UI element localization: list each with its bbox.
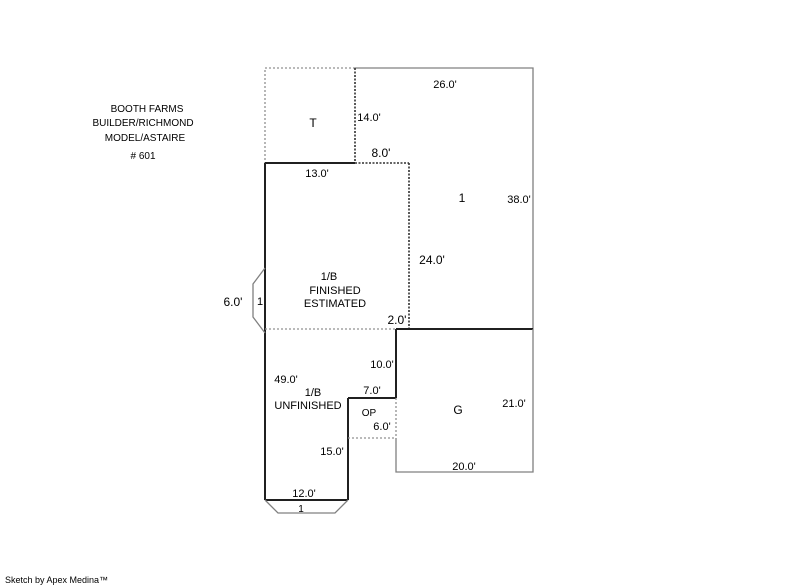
area-label-unfinished: UNFINISHED xyxy=(274,400,341,412)
area-label-finished: 1/B xyxy=(321,271,338,283)
dimension-label: 7.0' xyxy=(363,385,380,397)
dimension-label: 38.0' xyxy=(507,194,531,206)
dimension-label: 21.0' xyxy=(502,398,526,410)
left-bay-label: 1 xyxy=(257,296,263,308)
footer-credit: Sketch by Apex Medina™ xyxy=(5,575,108,585)
header-line: MODEL/ASTAIRE xyxy=(105,133,186,144)
area-label-finished: FINISHED xyxy=(309,285,360,297)
dimension-label: 8.0' xyxy=(372,146,391,160)
dimension-label: 6.0' xyxy=(224,295,243,309)
dimension-label: 14.0' xyxy=(357,112,381,124)
dimension-label: 20.0' xyxy=(452,461,476,473)
dimension-label: 49.0' xyxy=(274,374,298,386)
dimension-label: 26.0' xyxy=(433,79,457,91)
area-label-unfinished: 1/B xyxy=(305,387,322,399)
bottom-bay-outline xyxy=(264,499,349,514)
area-label-t: T xyxy=(309,116,317,130)
area-label-1: 1 xyxy=(459,191,466,205)
garage-outline xyxy=(395,329,534,473)
header-line: BOOTH FARMS xyxy=(111,104,184,115)
header-line: BUILDER/RICHMOND xyxy=(92,118,193,129)
header-line: # 601 xyxy=(130,151,155,162)
dimension-label: 15.0' xyxy=(320,446,344,458)
dimension-label: 10.0' xyxy=(370,359,394,371)
area-label-op: OP xyxy=(362,408,377,419)
left-bay-outline xyxy=(252,267,266,334)
bottom-bay-label: 1 xyxy=(298,504,304,515)
dimension-label: 12.0' xyxy=(292,488,316,500)
dimension-label: 2.0' xyxy=(388,313,407,327)
dimension-label: 6.0' xyxy=(373,421,390,433)
dimension-label: 24.0' xyxy=(419,253,445,267)
area-label-garage: G xyxy=(453,403,462,417)
area-t-outline xyxy=(264,67,355,163)
dimension-label: 13.0' xyxy=(305,168,329,180)
area-label-finished: ESTIMATED xyxy=(304,298,366,310)
area-1-outline xyxy=(355,67,534,329)
